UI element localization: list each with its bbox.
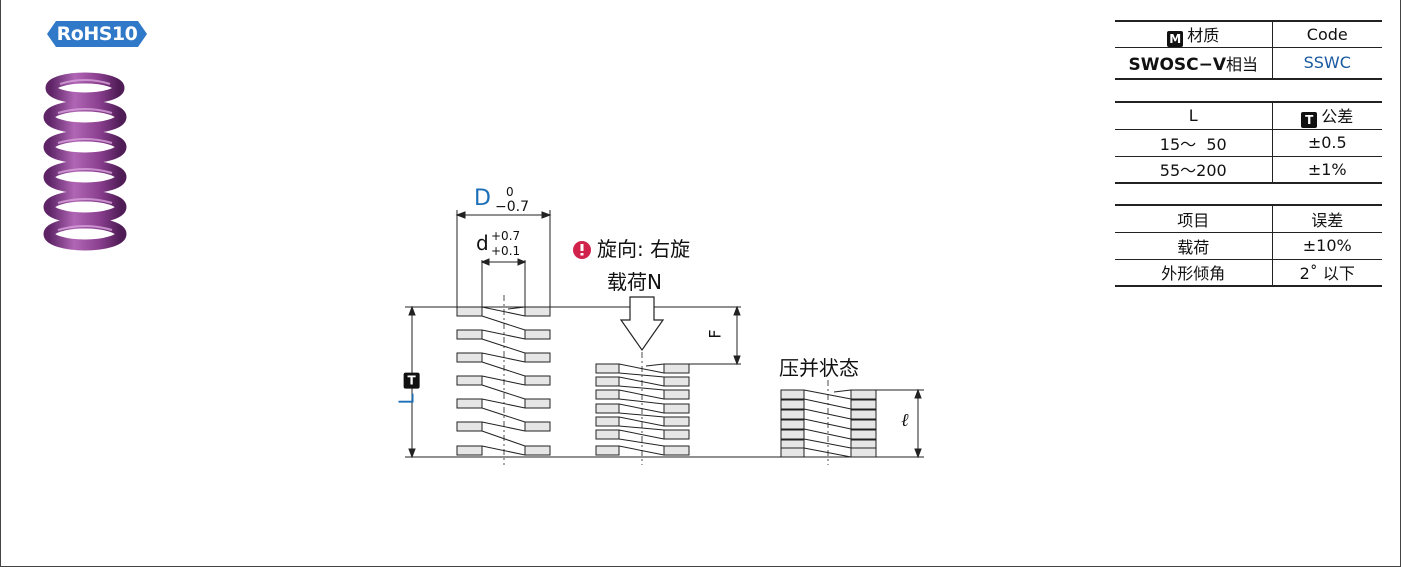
code-value: SSWC <box>1272 47 1382 80</box>
error-item: 外形倾角 <box>1115 259 1273 287</box>
item-header: 项目 <box>1115 204 1273 233</box>
error-item: 载荷 <box>1115 232 1273 260</box>
outer-diameter-tol-lower: −0.7 <box>495 199 529 215</box>
error-table: 项目 误差 载荷 ±10% 外形倾角 2˚ 以下 <box>1115 204 1382 287</box>
rohs-badge-shape <box>47 21 147 47</box>
outer-diameter-tol-upper: 0 <box>506 185 514 199</box>
wire-diameter-dimension <box>480 258 527 266</box>
table-row: 55～200 ±1% <box>1115 156 1382 184</box>
warning-icon <box>573 241 591 259</box>
code-header: Code <box>1272 20 1382 48</box>
wire-diameter-tol-upper: +0.7 <box>491 229 521 243</box>
material-icon: M <box>1167 31 1184 47</box>
length-range: 15～ 50 <box>1115 129 1273 157</box>
error-header: 误差 <box>1272 204 1382 233</box>
rohs-badge-label: RoHS10 <box>56 23 138 45</box>
length-header: L <box>1115 101 1273 130</box>
solid-length-dimension <box>914 388 922 459</box>
material-suffix: 相当 <box>1226 54 1259 74</box>
deflection-dimension <box>733 305 741 366</box>
solid-length-symbol: ℓ <box>901 410 909 431</box>
free-spring-section <box>456 306 551 456</box>
outer-diameter-dimension <box>455 211 552 219</box>
solid-spring-section <box>780 389 877 458</box>
winding-direction-label: 旋向: 右旋 <box>597 237 691 261</box>
length-range: 55～200 <box>1115 156 1273 184</box>
tolerance-marker-icon: T <box>403 372 420 389</box>
table-row: 载荷 ±10% <box>1115 232 1382 260</box>
spring-product-image <box>43 72 127 251</box>
material-value: SWOSC−V <box>1128 54 1227 75</box>
tolerance-icon: T <box>1301 112 1318 129</box>
wire-diameter-tol-lower: +0.1 <box>491 244 521 258</box>
table-row: 外形倾角 2˚ 以下 <box>1115 259 1382 287</box>
table-row: 15～ 50 ±0.5 <box>1115 129 1382 157</box>
length-tolerance: ±0.5 <box>1272 129 1382 157</box>
deflection-symbol: F <box>705 329 725 339</box>
length-tolerance: ±1% <box>1272 156 1382 184</box>
error-value: 2˚ 以下 <box>1272 259 1382 287</box>
material-value-cell: SWOSC−V相当 <box>1115 47 1273 80</box>
rohs-badge: RoHS10 <box>46 20 148 48</box>
tolerance-header: 公差 <box>1321 107 1354 127</box>
load-arrow <box>619 296 665 352</box>
outer-diameter-symbol: D <box>474 186 491 211</box>
material-header: 材质 <box>1187 26 1220 45</box>
loaded-spring-section <box>595 363 690 456</box>
solid-state-label: 压并状态 <box>779 356 859 380</box>
wire-diameter-symbol: d <box>476 231 489 255</box>
length-label: L T <box>385 360 420 405</box>
load-label: 载荷N <box>607 270 662 294</box>
length-symbol: L <box>394 393 419 405</box>
error-value: ±10% <box>1272 232 1382 260</box>
